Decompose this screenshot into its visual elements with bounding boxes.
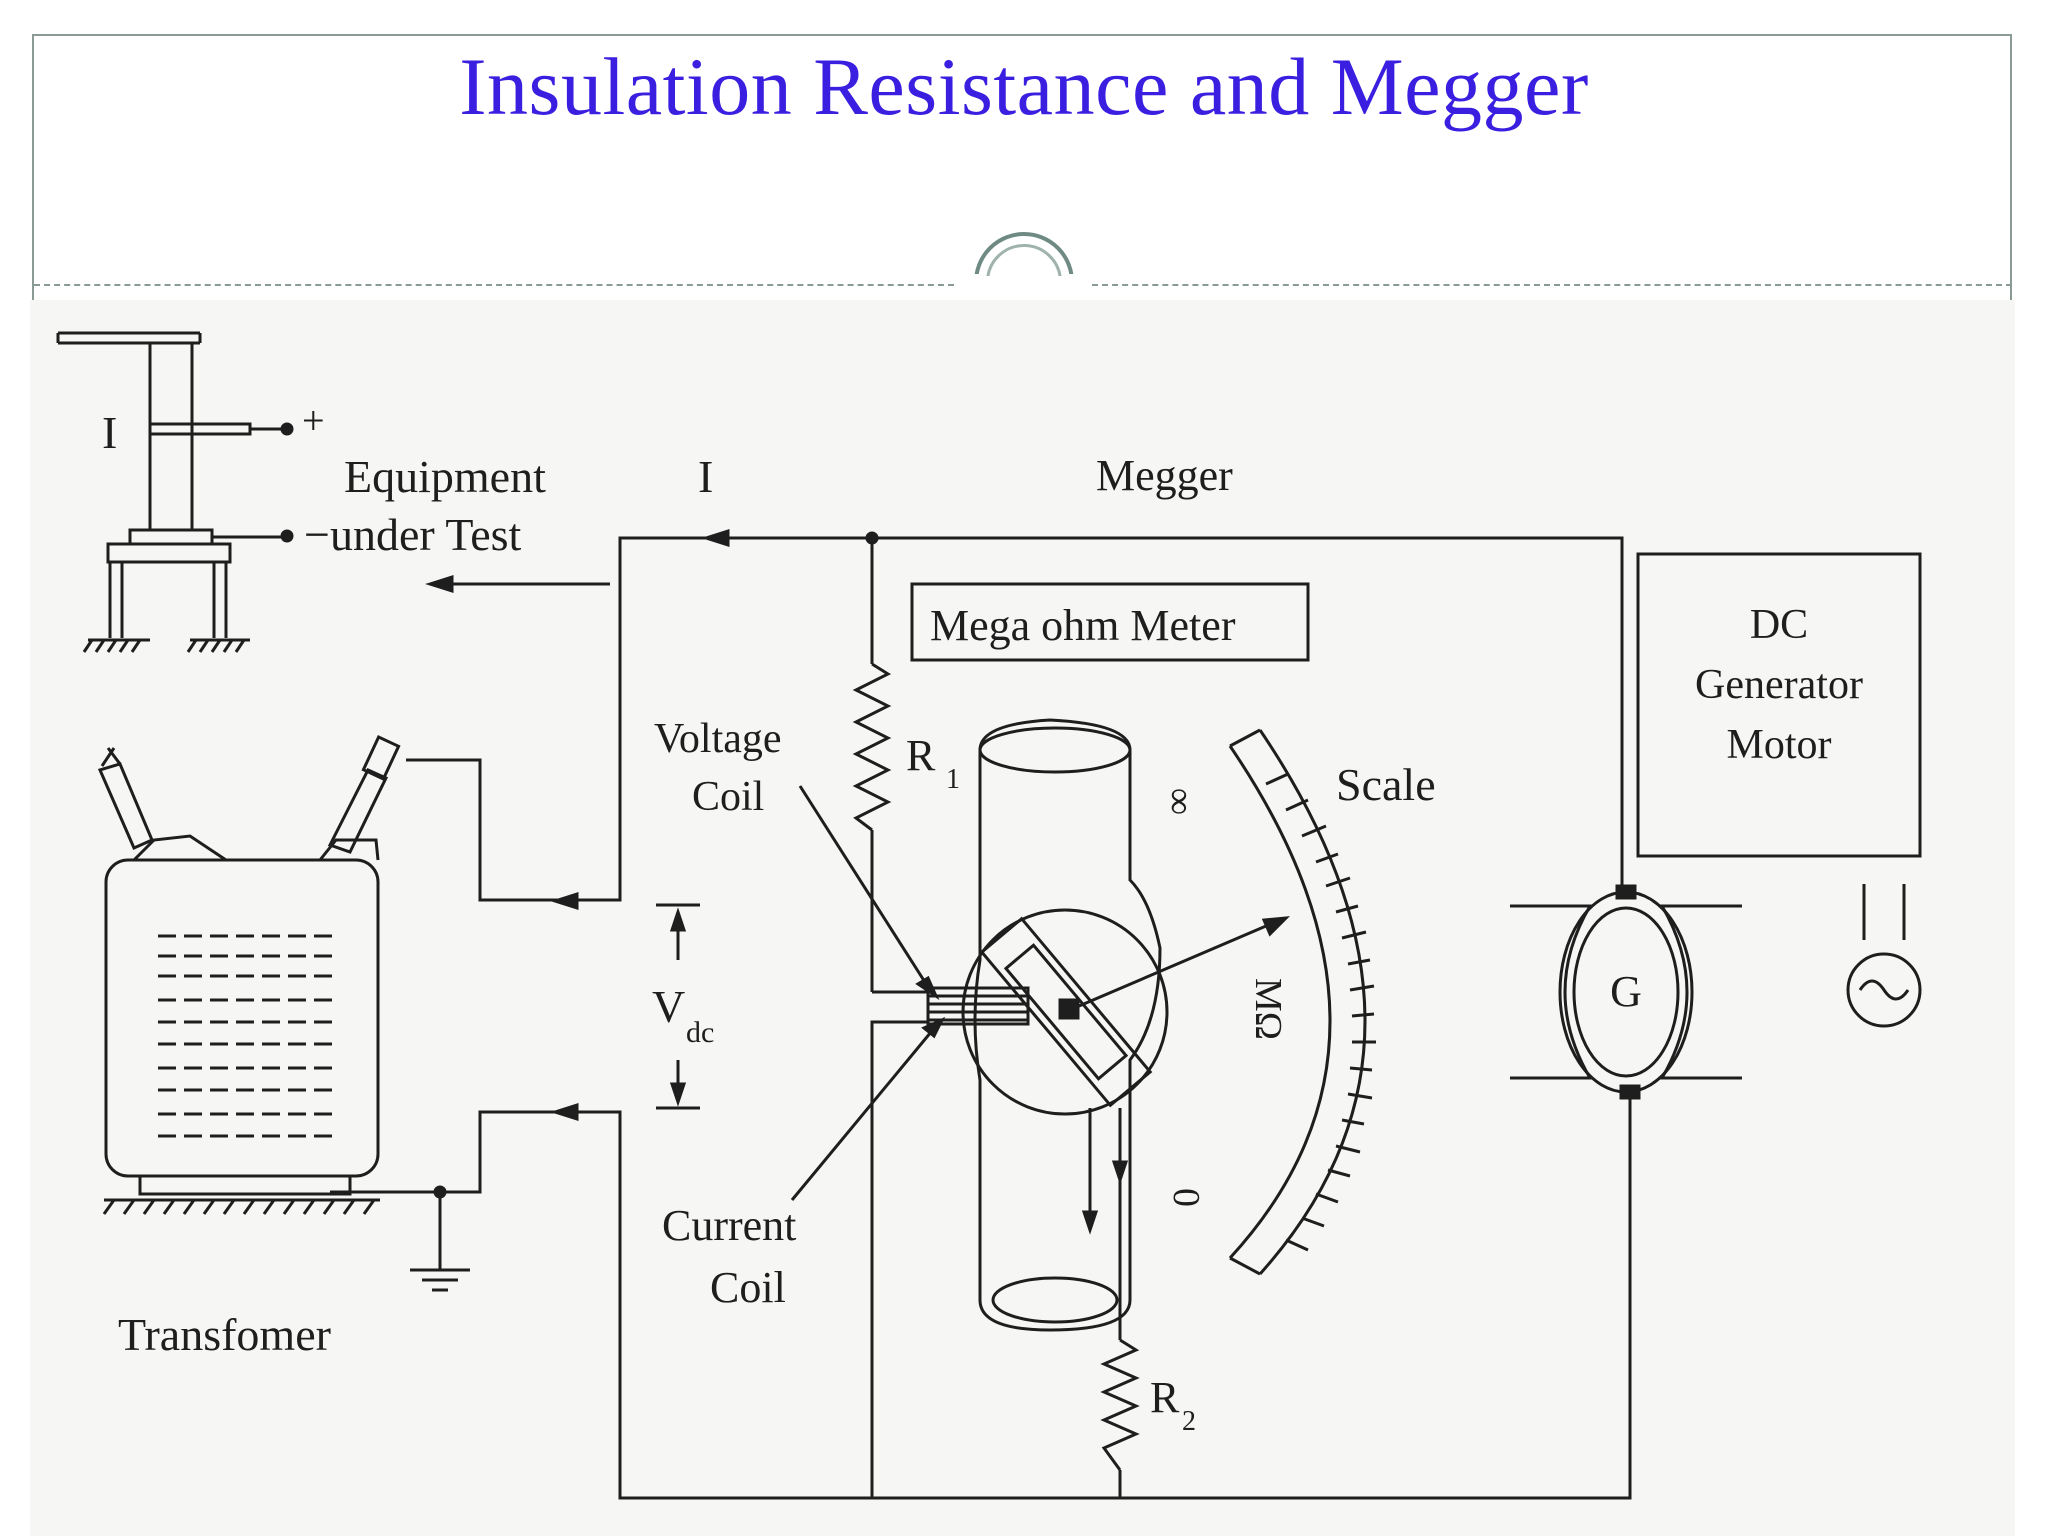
r1-label: R [906, 731, 936, 780]
mega-ohm-meter-label: Mega ohm Meter [930, 601, 1236, 650]
voltage-coil-label-line1: Voltage [654, 716, 782, 762]
equipment-current-label: I [102, 407, 117, 458]
voltage-coil-label-line2: Coil [692, 774, 764, 820]
current-coil-label-line2: Coil [710, 1263, 786, 1312]
resistor-r2-icon [1100, 1338, 1140, 1471]
dc-box-label-line3: Motor [1727, 722, 1832, 768]
circuit-wires [330, 528, 1632, 1500]
resistor-r1-icon [852, 662, 892, 832]
current-coil-label-line1: Current [662, 1201, 796, 1250]
mega-ohm-unit-label: MΩ [1247, 978, 1289, 1040]
transformer-icon [97, 735, 401, 1215]
equipment-plus-label: + [302, 398, 325, 443]
ground-icon [410, 1190, 470, 1292]
dc-generator-motor-box [1636, 552, 1922, 858]
dc-box-label-line1: DC [1750, 602, 1808, 648]
megger-label: Megger [1096, 451, 1233, 500]
generator-label: G [1610, 967, 1642, 1016]
equipment-label-line2: −under Test [304, 509, 522, 560]
meter-scale-icon [1228, 728, 1376, 1276]
transformer-label: Transfomer [118, 1309, 331, 1360]
vdc-indicator [656, 903, 700, 1110]
megger-circuit-diagram: I + Equipment −under Test I Megger Mega … [30, 300, 2015, 1536]
mega-ohm-meter-box [910, 582, 1310, 662]
zero-mark: 0 [1165, 1188, 1207, 1207]
equipment-under-test [56, 331, 294, 653]
ac-source-icon [1846, 884, 1922, 1028]
slide-title: Insulation Resistance and Megger [459, 41, 1589, 132]
r1-subscript: 1 [946, 764, 960, 795]
equipment-label-line1: Equipment [344, 451, 546, 502]
dc-box-label-line2: Generator [1695, 662, 1863, 708]
infinity-mark: ∞ [1159, 788, 1201, 815]
r2-label: R [1150, 1373, 1180, 1422]
meter-movement-icon [790, 718, 1290, 1332]
generator-icon [1510, 884, 1742, 1100]
title-divider-right [1092, 284, 2012, 286]
scale-label: Scale [1336, 759, 1436, 810]
r2-subscript: 2 [1182, 1406, 1196, 1437]
vdc-subscript: dc [686, 1016, 714, 1049]
line-current-label: I [698, 451, 713, 502]
title-divider-left [34, 284, 954, 286]
vdc-label: V [652, 981, 685, 1032]
